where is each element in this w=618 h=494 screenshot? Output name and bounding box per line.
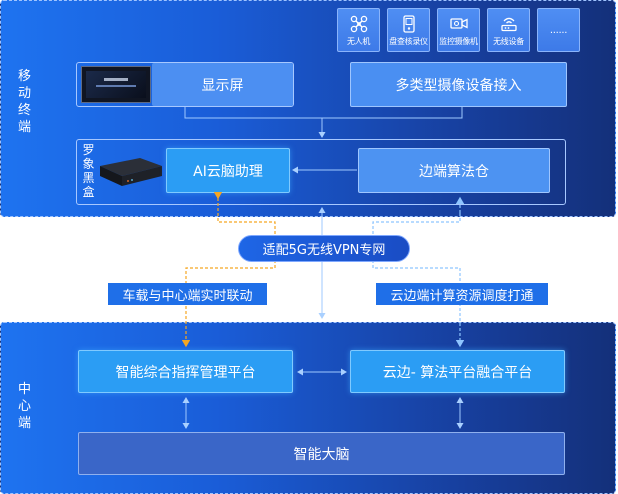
display-screen-image bbox=[81, 66, 151, 103]
device-tile-more[interactable]: ...... bbox=[537, 8, 580, 52]
display-node[interactable]: 显示屏 bbox=[152, 63, 293, 106]
vehicle-link-tag: 车载与中心端实时联动 bbox=[108, 283, 267, 305]
fusion-platform-node[interactable]: 云边- 算法平台融合平台 bbox=[350, 350, 565, 393]
device-label: 无线设备 bbox=[493, 37, 524, 46]
command-platform-node[interactable]: 智能综合指挥管理平台 bbox=[78, 350, 293, 393]
vpn-network-pill: 适配5G无线VPN专网 bbox=[238, 235, 410, 262]
camera-access-node[interactable]: 多类型摄像设备接入 bbox=[350, 62, 567, 107]
brain-node[interactable]: 智能大脑 bbox=[78, 432, 565, 475]
device-label: 监控摄像机 bbox=[439, 37, 478, 46]
black-box-group-frame bbox=[76, 139, 566, 205]
device-tile-wireless[interactable]: 无线设备 bbox=[487, 8, 530, 52]
mobile-terminal-label: 移动终端 bbox=[17, 69, 32, 135]
cloud-edge-link-tag: 云边端计算资源调度打通 bbox=[376, 283, 548, 305]
camera-icon bbox=[449, 18, 468, 29]
handheld-device-icon bbox=[402, 15, 415, 33]
black-box-device-image bbox=[100, 158, 162, 186]
ai-assistant-node[interactable]: AI云脑助理 bbox=[166, 148, 290, 193]
device-tile-handheld[interactable]: 盘查核录仪 bbox=[387, 8, 430, 52]
black-box-label: 罗象黑盒 bbox=[82, 143, 96, 199]
drone-icon bbox=[350, 15, 367, 33]
center-label: 中心端 bbox=[17, 382, 32, 431]
device-label: 盘查核录仪 bbox=[389, 37, 428, 46]
display-group-frame bbox=[76, 62, 294, 107]
router-icon bbox=[500, 17, 517, 32]
more-devices-label: ...... bbox=[549, 24, 568, 36]
device-tile-drone[interactable]: 无人机 bbox=[337, 8, 380, 52]
device-label: 无人机 bbox=[346, 37, 371, 46]
device-tile-camera[interactable]: 监控摄像机 bbox=[437, 8, 480, 52]
edge-repo-node[interactable]: 边端算法仓 bbox=[358, 148, 550, 193]
